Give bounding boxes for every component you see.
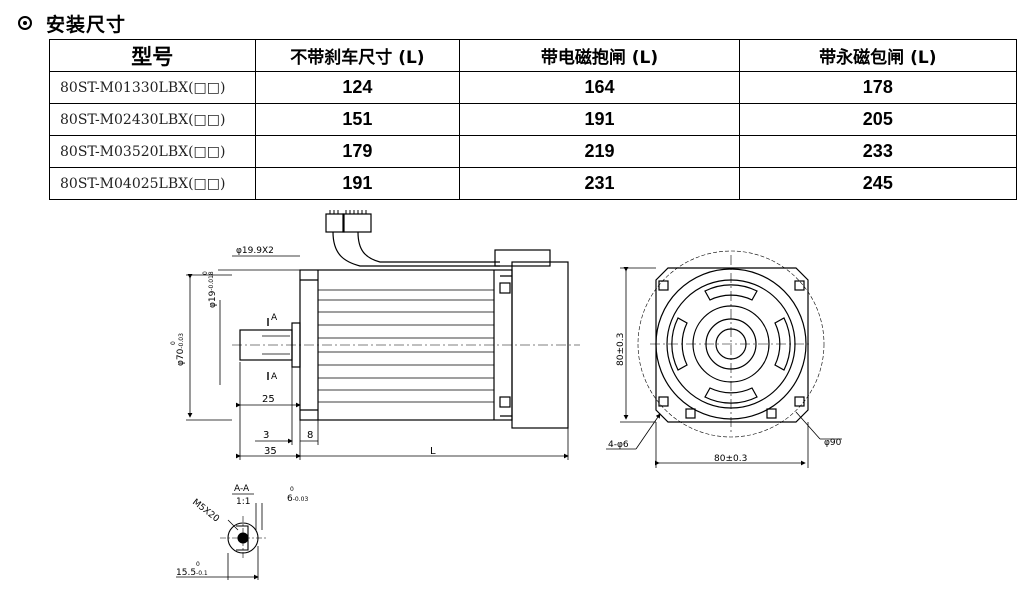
circle-bullet-icon — [18, 16, 32, 30]
mount-hole — [658, 396, 669, 407]
model-cell: 80ST-M03520LBX(□□) — [49, 135, 256, 168]
no-brake-cell: 179 — [254, 135, 461, 168]
power-plug — [342, 213, 372, 233]
section-scale: 1:1 — [236, 497, 250, 507]
em-brake-cell: 164 — [459, 71, 740, 104]
motor-side-view — [232, 210, 580, 429]
no-brake-cell: 151 — [254, 103, 461, 136]
table-row: 80ST-M03520LBX(□□) 179 219 233 — [49, 135, 1018, 168]
mount-hole — [766, 408, 777, 419]
mount-hole — [658, 280, 669, 291]
front-view-dimensions — [606, 267, 842, 468]
dim-80-vertical: 80±0.3 — [616, 333, 626, 366]
header-pm-brake: 带永磁包闸 (L) — [738, 39, 1018, 72]
no-brake-cell: 191 — [254, 167, 461, 200]
section-label: A-A — [234, 484, 250, 494]
front-view-labels: 80±0.3 80±0.3 4-φ6 φ90 — [608, 333, 842, 464]
pm-brake-cell: 205 — [738, 103, 1018, 136]
dim-25: 25 — [262, 394, 275, 405]
em-brake-cell: 231 — [459, 167, 740, 200]
dim-phi19-upper-tol: 0 — [202, 271, 209, 275]
header-no-brake: 不带刹车尺寸 (L) — [254, 39, 461, 72]
dim-15-5: 15.5-0.1 — [176, 568, 208, 578]
mount-hole — [685, 408, 696, 419]
technical-drawing: φ19.9X2 φ19-0.018 0 φ70-0.03 0 A A 25 3 … — [170, 210, 842, 580]
dim-phi19: φ19-0.018 — [208, 271, 218, 308]
dim-6-upper-tol: 0 — [290, 486, 294, 493]
dim-15-5-upper-tol: 0 — [196, 561, 200, 568]
motor-front-view — [637, 250, 825, 438]
dim-phi70: φ70-0.03 — [176, 333, 186, 366]
section-marker-a-top: A — [271, 313, 278, 323]
header-em-brake: 带电磁抱闸 (L) — [459, 39, 740, 72]
side-view-dimensions — [186, 255, 569, 460]
section-header: 安装尺寸 — [18, 10, 126, 36]
side-view-labels: φ19.9X2 φ19-0.018 0 φ70-0.03 0 A A 25 3 … — [170, 246, 436, 457]
mount-hole — [794, 280, 805, 291]
mount-hole — [794, 396, 805, 407]
table-header-row: 型号 不带刹车尺寸 (L) 带电磁抱闸 (L) 带永磁包闸 (L) — [49, 39, 1018, 72]
dim-l: L — [430, 446, 436, 457]
pm-brake-cell: 245 — [738, 167, 1018, 200]
model-cell: 80ST-M02430LBX(□□) — [49, 103, 256, 136]
header-model: 型号 — [49, 39, 256, 72]
dimension-table: 型号 不带刹车尺寸 (L) 带电磁抱闸 (L) 带永磁包闸 (L) 80ST-M… — [49, 39, 1018, 200]
dim-80-horizontal: 80±0.3 — [714, 454, 747, 464]
pm-brake-cell: 233 — [738, 135, 1018, 168]
dim-phi70-upper-tol: 0 — [170, 341, 177, 345]
dim-m5x20: M5X20 — [190, 497, 221, 524]
table-row: 80ST-M02430LBX(□□) 151 191 205 — [49, 103, 1018, 136]
em-brake-cell: 191 — [459, 103, 740, 136]
dim-phi90: φ90 — [824, 438, 842, 448]
em-brake-cell: 219 — [459, 135, 740, 168]
model-cell: 80ST-M01330LBX(□□) — [49, 71, 256, 104]
no-brake-cell: 124 — [254, 71, 461, 104]
dim-mount-holes: 4-φ6 — [608, 440, 629, 450]
table-row: 80ST-M04025LBX(□□) 191 231 245 — [49, 167, 1018, 200]
dim-35: 35 — [264, 446, 277, 457]
encoder-plug — [325, 213, 345, 233]
dim-3: 3 — [263, 430, 269, 441]
section-marker-a-bottom: A — [271, 372, 278, 382]
section-title: 安装尺寸 — [46, 13, 127, 36]
dim-6: 6-0.03 — [287, 494, 308, 504]
model-cell: 80ST-M04025LBX(□□) — [49, 167, 256, 200]
table-row: 80ST-M01330LBX(□□) 124 164 178 — [49, 71, 1018, 104]
section-a-a-view — [176, 503, 268, 580]
dim-8: 8 — [307, 430, 313, 441]
dim-phi19-9x2: φ19.9X2 — [236, 246, 274, 256]
pm-brake-cell: 178 — [738, 71, 1018, 104]
